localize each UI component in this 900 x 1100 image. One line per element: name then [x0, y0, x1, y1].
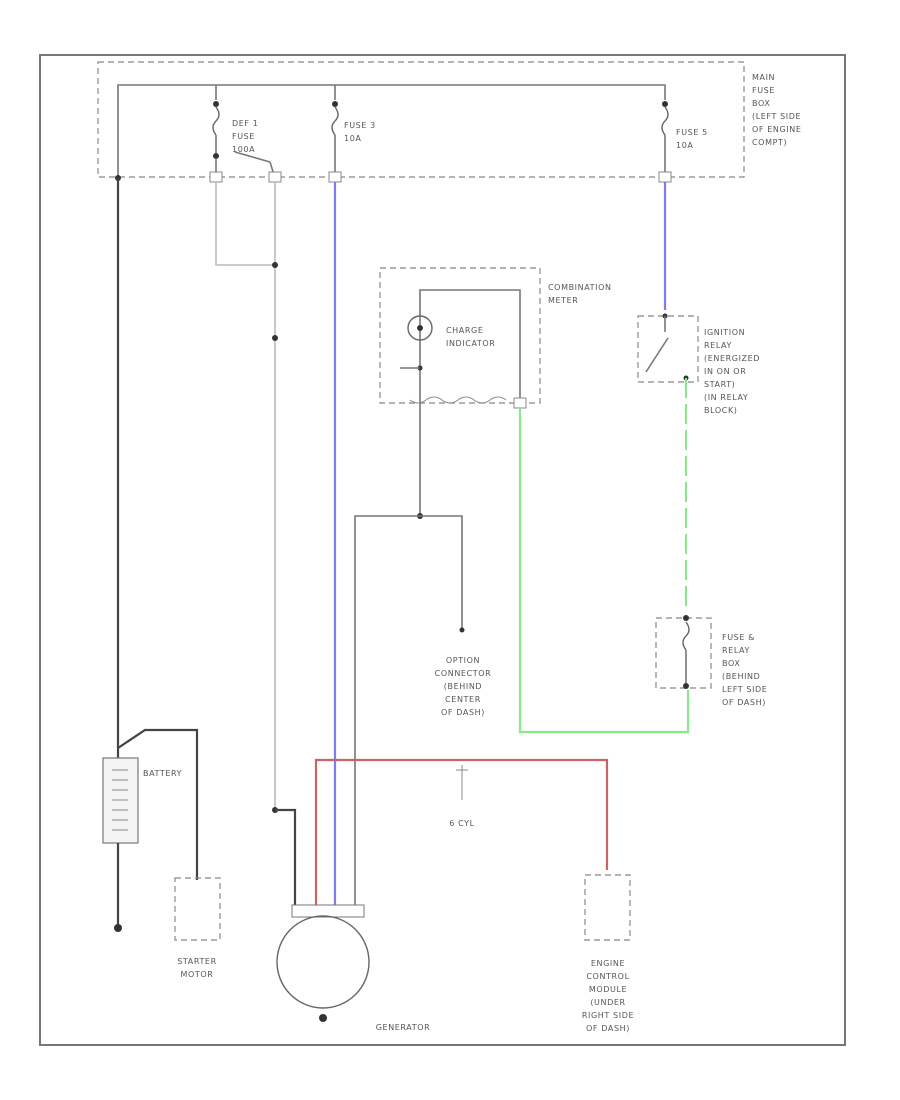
relay-switch [645, 337, 669, 373]
battery-to-starter-wire [117, 728, 199, 880]
bus-bar [117, 84, 666, 178]
svg-text:STARTER: STARTER [177, 957, 217, 966]
svg-text:BOX: BOX [752, 99, 770, 108]
generator-symbol [276, 915, 370, 1009]
svg-text:COMBINATION: COMBINATION [548, 283, 612, 292]
fuse-relay-box-outline [655, 617, 712, 689]
svg-text:BOX: BOX [722, 659, 740, 668]
svg-text:IGNITION: IGNITION [704, 328, 745, 337]
starter-motor-label: STARTER MOTOR [177, 957, 217, 979]
svg-text:INDICATOR: INDICATOR [446, 339, 495, 348]
fuse-3-symbol [331, 101, 339, 178]
ecm-outline [584, 874, 631, 941]
svg-text:(BEHIND: (BEHIND [722, 672, 760, 681]
svg-text:OF DASH): OF DASH) [441, 708, 485, 717]
charge-indicator-label: CHARGE INDICATOR [446, 326, 495, 348]
svg-text:DEF 1: DEF 1 [232, 119, 258, 128]
starter-motor-outline [174, 877, 221, 941]
svg-text:MODULE: MODULE [589, 985, 627, 994]
fuse-relay-box-label: FUSE & RELAY BOX (BEHIND LEFT SIDE OF DA… [722, 633, 767, 707]
svg-text:CENTER: CENTER [445, 695, 481, 704]
generator-b-terminal-wire [275, 808, 297, 912]
svg-text:LEFT SIDE: LEFT SIDE [722, 685, 767, 694]
generator-label: GENERATOR [376, 1023, 431, 1032]
fuse-relay-box-fuse [682, 621, 690, 651]
svg-text:(BEHIND: (BEHIND [444, 682, 482, 691]
svg-text:(IN RELAY: (IN RELAY [704, 393, 748, 402]
svg-text:ENGINE: ENGINE [591, 959, 625, 968]
svg-text:IN ON OR: IN ON OR [704, 367, 746, 376]
svg-text:FUSE &: FUSE & [722, 633, 755, 642]
charge-indicator-lamp [407, 315, 433, 341]
svg-text:CONNECTOR: CONNECTOR [435, 669, 492, 678]
generator-red-wire [314, 758, 609, 905]
ignition-relay-outline [637, 315, 699, 383]
battery-ground [114, 924, 122, 932]
def-fuse-label: DEF 1 FUSE 100A [232, 119, 258, 154]
svg-text:FUSE: FUSE [232, 132, 255, 141]
svg-text:CONTROL: CONTROL [586, 972, 629, 981]
main-fuse-box-outline [97, 61, 745, 178]
fuse-5-label: FUSE 5 10A [676, 128, 708, 150]
main-fuse-box-label: MAIN FUSE BOX (LEFT SIDE OF ENGINE COMPT… [752, 73, 801, 147]
charge-indicator-green-wire [518, 408, 690, 734]
svg-text:START): START) [704, 380, 735, 389]
svg-text:(ENERGIZED: (ENERGIZED [704, 354, 760, 363]
engine-control-module-label: ENGINE CONTROL MODULE (UNDER RIGHT SIDE … [582, 959, 634, 1033]
svg-text:METER: METER [548, 296, 578, 305]
svg-text:OF DASH): OF DASH) [586, 1024, 630, 1033]
svg-text:FUSE 5: FUSE 5 [676, 128, 708, 137]
generator-ground [319, 1014, 327, 1022]
combination-meter-outline [379, 267, 541, 404]
svg-text:FUSE 3: FUSE 3 [344, 121, 376, 130]
svg-text:(UNDER: (UNDER [590, 998, 625, 1007]
svg-text:MAIN: MAIN [752, 73, 775, 82]
svg-text:10A: 10A [344, 134, 361, 143]
ignition-relay-label: IGNITION RELAY (ENERGIZED IN ON OR START… [704, 328, 760, 415]
battery-symbol [102, 757, 139, 844]
svg-text:OF DASH): OF DASH) [722, 698, 766, 707]
svg-text:RELAY: RELAY [722, 646, 750, 655]
svg-text:100A: 100A [232, 145, 255, 154]
svg-text:MOTOR: MOTOR [181, 970, 214, 979]
svg-text:CHARGE: CHARGE [446, 326, 484, 335]
combination-meter-label: COMBINATION METER [548, 283, 612, 305]
outer-frame [39, 54, 846, 1046]
battery-label: BATTERY [143, 769, 182, 778]
svg-text:FUSE: FUSE [752, 86, 775, 95]
svg-text:RELAY: RELAY [704, 341, 732, 350]
six-cyl-label: 6 CYL [449, 819, 474, 828]
svg-text:BLOCK): BLOCK) [704, 406, 738, 415]
charge-warning-wire [354, 515, 463, 905]
svg-text:RIGHT SIDE: RIGHT SIDE [582, 1011, 634, 1020]
def-fuse-wire [215, 182, 275, 266]
svg-text:OPTION: OPTION [446, 656, 480, 665]
fuse-3-label: FUSE 3 10A [344, 121, 376, 143]
svg-text:(LEFT SIDE: (LEFT SIDE [752, 112, 801, 121]
fuse-5-symbol [661, 101, 669, 178]
svg-text:OF ENGINE: OF ENGINE [752, 125, 801, 134]
option-connector-label: OPTION CONNECTOR (BEHIND CENTER OF DASH) [435, 656, 492, 717]
svg-text:10A: 10A [676, 141, 693, 150]
svg-text:COMPT): COMPT) [752, 138, 787, 147]
